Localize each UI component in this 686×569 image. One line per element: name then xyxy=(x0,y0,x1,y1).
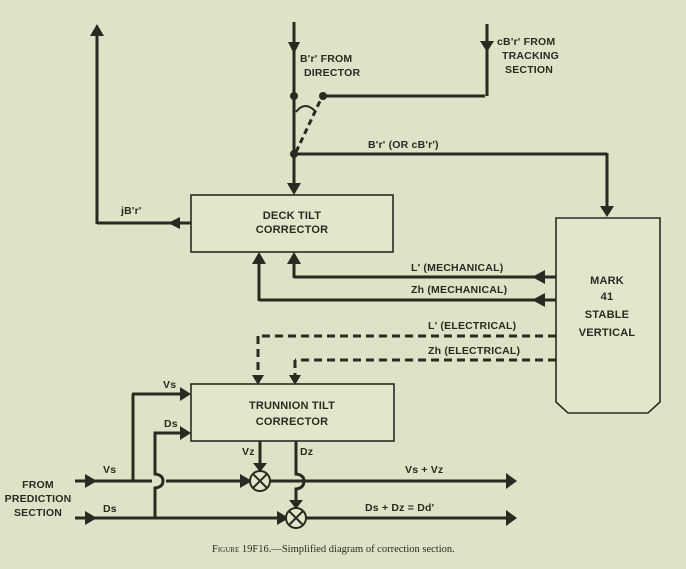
arrow-right-icon xyxy=(506,473,517,489)
arrow-down-icon xyxy=(253,463,267,472)
vs-branch-line xyxy=(131,387,191,482)
prediction-label-line1: FROM xyxy=(22,479,54,491)
arrow-up-icon xyxy=(252,252,266,264)
selected-bearing-line xyxy=(294,152,614,217)
deck-output-line xyxy=(90,24,191,229)
level-mechanical-line xyxy=(287,252,556,284)
prediction-label-line2: PREDICTION xyxy=(5,493,72,505)
d-output-line xyxy=(306,510,517,526)
arrow-right-icon xyxy=(85,474,97,488)
v-output-label: Vs + Vz xyxy=(405,464,443,476)
arrow-right-icon xyxy=(240,474,252,488)
dz-label: Dz xyxy=(300,446,313,458)
arrow-down-icon xyxy=(252,375,264,385)
trunnion-tilt-corrector-block: TRUNNION TILT CORRECTOR xyxy=(190,383,395,442)
switch-arc xyxy=(295,105,317,113)
zh-electrical-line xyxy=(289,358,556,385)
tracking-label-line2: TRACKING xyxy=(502,50,559,62)
arrow-left-icon xyxy=(532,293,545,307)
deck-tilt-label-line1: DECK TILT xyxy=(263,210,322,222)
arrow-right-icon xyxy=(506,510,517,526)
arrow-left-icon xyxy=(532,270,545,284)
d-output-label: Ds + Dz = Dd' xyxy=(365,502,434,514)
arrow-up-icon xyxy=(287,252,301,264)
mixer-d xyxy=(285,507,307,529)
level-electrical-label: L' (ELECTRICAL) xyxy=(428,320,516,332)
stable-vertical-line3: STABLE xyxy=(585,309,629,321)
figure-caption: Figure 19F16.—Simplified diagram of corr… xyxy=(212,544,455,555)
ds-branch-label: Ds xyxy=(164,418,178,430)
selected-bearing-label: B'r' (OR cB'r') xyxy=(368,139,439,151)
deck-output-label: jB'r' xyxy=(120,205,142,217)
zh-electrical-label: Zh (ELECTRICAL) xyxy=(428,345,520,357)
arrow-right-icon xyxy=(85,511,97,525)
caption-text: —Simplified diagram of correction sectio… xyxy=(270,544,454,555)
trunnion-tilt-label-line1: TRUNNION TILT xyxy=(249,400,335,412)
director-input-line xyxy=(287,22,301,195)
arrow-down-icon xyxy=(289,500,303,509)
vs-branch-label: Vs xyxy=(163,379,176,391)
arrow-left-icon xyxy=(168,217,180,229)
arrow-down-icon xyxy=(289,375,301,385)
deck-tilt-corrector-block: DECK TILT CORRECTOR xyxy=(190,194,394,253)
arrow-right-icon xyxy=(180,387,191,401)
arrow-up-icon xyxy=(90,24,104,36)
stable-vertical-line2: 41 xyxy=(601,291,614,303)
arrow-down-icon xyxy=(288,42,300,54)
stable-vertical-line4: VERTICAL xyxy=(579,327,636,339)
vz-line xyxy=(253,441,267,472)
director-label-line2: DIRECTOR xyxy=(304,67,360,79)
tracking-input-line xyxy=(323,24,494,98)
arrow-down-icon xyxy=(287,183,301,195)
selector-switch xyxy=(290,92,327,158)
stable-vertical-block: MARK 41 STABLE VERTICAL xyxy=(555,217,661,414)
arrow-right-icon xyxy=(180,426,191,440)
vz-label: Vz xyxy=(242,446,255,458)
vs-main-line xyxy=(75,474,252,488)
caption-prefix: Figure 19F16. xyxy=(212,544,271,555)
prediction-label-line3: SECTION xyxy=(14,507,62,519)
deck-tilt-label-line2: CORRECTOR xyxy=(256,224,329,236)
switch-contact-director xyxy=(290,92,298,100)
ds-main-line xyxy=(75,511,289,525)
stable-vertical-line1: MARK xyxy=(590,275,624,287)
zh-mechanical-line xyxy=(252,252,556,307)
vs-input-label: Vs xyxy=(103,464,116,476)
mixer-v xyxy=(249,470,271,492)
zh-mechanical-label: Zh (MECHANICAL) xyxy=(411,284,507,296)
level-electrical-line xyxy=(252,334,556,385)
arrow-down-icon xyxy=(480,41,494,52)
arrow-down-icon xyxy=(600,206,614,217)
trunnion-tilt-label-line2: CORRECTOR xyxy=(256,416,329,428)
arrow-right-icon xyxy=(277,511,289,525)
level-mechanical-label: L' (MECHANICAL) xyxy=(411,262,503,274)
ds-branch-line xyxy=(153,426,191,518)
v-output-line xyxy=(270,473,517,489)
director-label-line1: B'r' FROM xyxy=(300,53,352,65)
ds-input-label: Ds xyxy=(103,503,117,515)
tracking-label-line3: SECTION xyxy=(505,64,553,76)
tracking-label-line1: cB'r' FROM xyxy=(497,36,555,48)
